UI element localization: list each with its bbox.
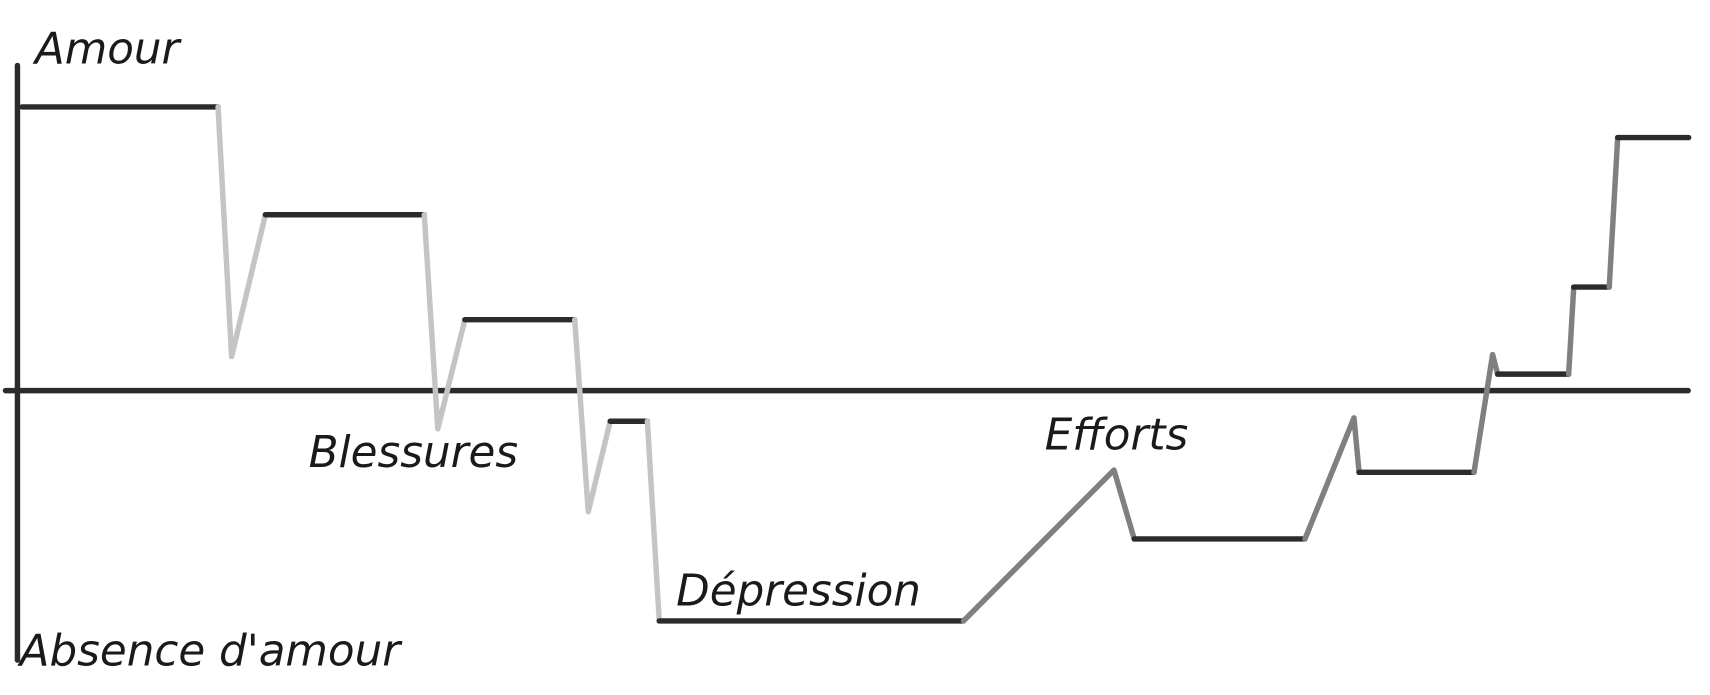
label-absence-amour: Absence d'amour <box>17 627 404 677</box>
journey-line <box>19 104 1692 624</box>
segment-medium-13 <box>1471 351 1501 476</box>
segment-medium-17 <box>1606 134 1621 290</box>
segment-medium-9 <box>960 467 1137 624</box>
segment-medium-15 <box>1565 284 1577 377</box>
label-amour: Amour <box>32 24 183 74</box>
label-depression: Dépression <box>676 567 921 617</box>
segment-light-5 <box>571 316 613 515</box>
segment-light-3 <box>421 211 468 432</box>
segment-light-1 <box>215 104 269 360</box>
segment-medium-11 <box>1302 415 1362 542</box>
segment-light-7 <box>644 418 662 624</box>
label-blessures: Blessures <box>309 428 518 478</box>
label-efforts: Efforts <box>1045 411 1188 461</box>
